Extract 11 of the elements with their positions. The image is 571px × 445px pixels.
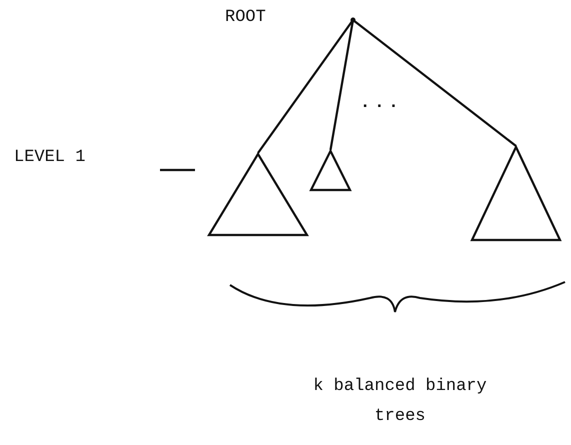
subtree-triangle [471, 146, 561, 241]
level-label: LEVEL 1 [14, 148, 86, 167]
tree-edge [257, 19, 354, 154]
tree-edge [329, 20, 354, 150]
root-point [350, 17, 356, 23]
subtree-triangle [310, 150, 351, 191]
root-label: ROOT [225, 8, 266, 27]
ellipsis: ... [360, 94, 403, 113]
caption-text: k balanced binary trees [312, 376, 488, 428]
subtree-triangle [208, 153, 308, 236]
tree-edge [352, 19, 517, 147]
